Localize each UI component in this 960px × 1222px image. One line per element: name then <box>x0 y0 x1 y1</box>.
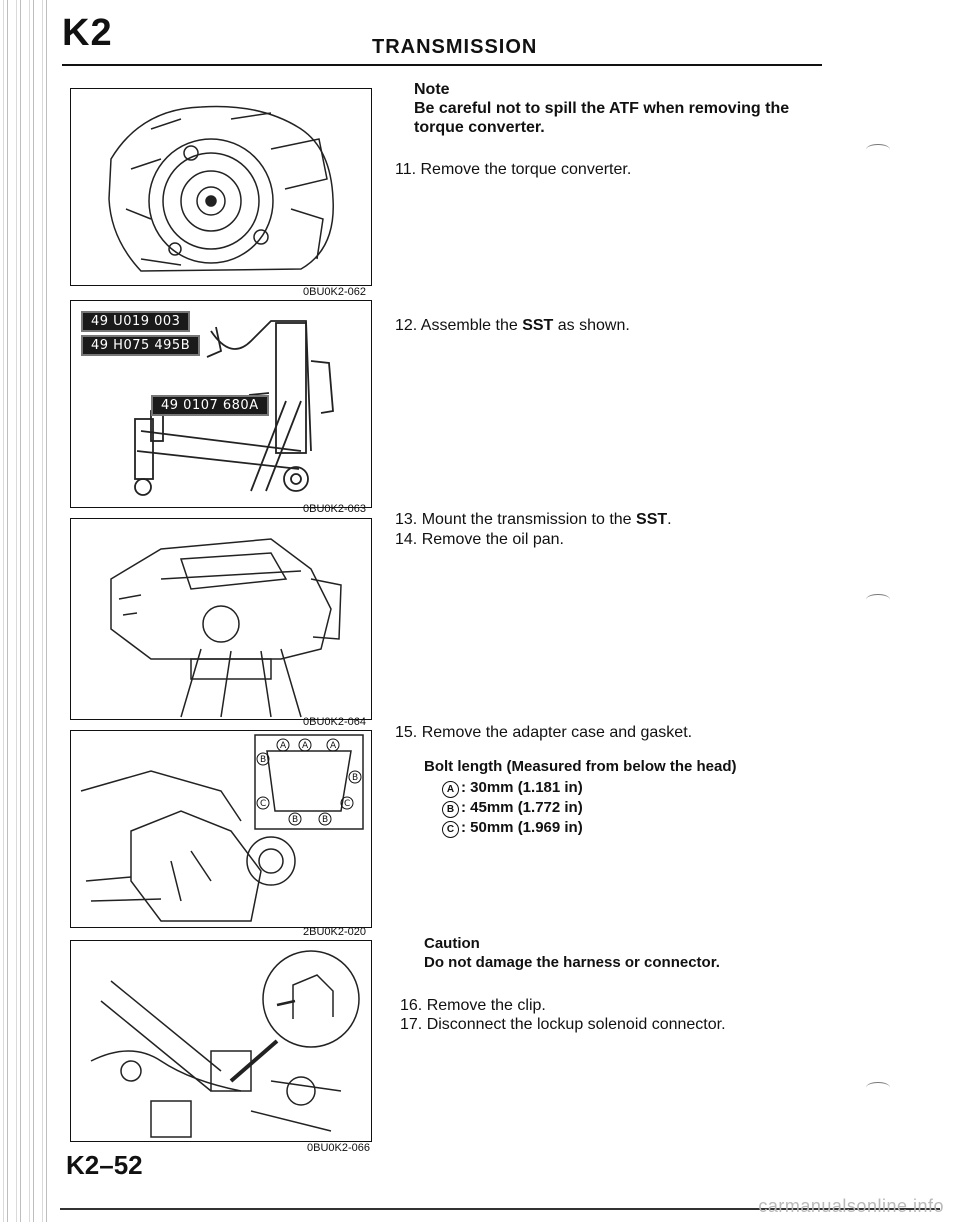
step-13: 13. Mount the transmission to the SST. <box>395 510 672 529</box>
step-12-post: as shown. <box>553 317 630 334</box>
header-rule <box>62 64 822 66</box>
bolt-length-c-text: : 50mm (1.969 in) <box>461 819 583 836</box>
step-13-post: . <box>667 511 672 528</box>
margin-mark <box>866 144 890 155</box>
note-text-line1: Be careful not to spill the ATF when rem… <box>414 100 790 117</box>
svg-text:B: B <box>352 773 358 783</box>
svg-text:A: A <box>330 741 337 751</box>
step-11: 11. Remove the torque converter. <box>395 161 632 178</box>
figure-code: 0BU0K2-066 <box>307 1142 370 1154</box>
bolt-length-b-text: : 45mm (1.772 in) <box>461 799 583 816</box>
page-number: K2–52 <box>66 1150 143 1180</box>
bolt-length-a-text: : 30mm (1.181 in) <box>461 779 583 796</box>
figure-torque-converter <box>70 88 372 286</box>
figure-code: 2BU0K2-020 <box>303 926 366 938</box>
bolt-length-heading: Bolt length (Measured from below the hea… <box>424 758 737 775</box>
step-14: 14. Remove the oil pan. <box>395 531 564 548</box>
binding-edge <box>0 0 48 1222</box>
footer-rule <box>60 1208 940 1210</box>
svg-text:C: C <box>260 799 266 809</box>
sst-label-49h075495b: 49 H075 495B <box>81 335 201 356</box>
note-text-line2: torque converter. <box>414 119 545 136</box>
step-13-sst: SST <box>636 511 668 528</box>
step-15: 15. Remove the adapter case and gasket. <box>395 724 693 741</box>
step-17: 17. Disconnect the lockup solenoid conne… <box>400 1016 726 1033</box>
figure-code: 0BU0K2-063 <box>303 503 366 515</box>
section-code: K2 <box>62 12 113 54</box>
svg-text:B: B <box>322 815 328 825</box>
figure-solenoid-connector <box>70 940 372 1142</box>
svg-text:C: C <box>344 799 350 809</box>
marker-c: C <box>442 821 459 838</box>
sst-label-49u019003: 49 U019 003 <box>81 311 191 332</box>
transmission-on-stand-drawing <box>110 538 342 718</box>
marker-a: A <box>442 781 459 798</box>
page-title: TRANSMISSION <box>372 36 538 58</box>
bolt-length-c: C: 50mm (1.969 in) <box>442 818 583 838</box>
step-16: 16. Remove the clip. <box>400 997 546 1014</box>
figure-sst-assembly: 49 U019 003 49 H075 495B 49 0107 680A <box>70 300 372 508</box>
margin-mark <box>866 1082 890 1093</box>
figure-code: 0BU0K2-062 <box>303 286 366 298</box>
figure-transmission-mounted <box>70 518 372 720</box>
step-12-sst: SST <box>522 317 554 334</box>
svg-text:A: A <box>280 741 287 751</box>
caution-text: Do not damage the harness or connector. <box>424 954 720 971</box>
marker-b: B <box>442 801 459 818</box>
margin-mark <box>866 594 890 605</box>
caution-heading: Caution <box>424 935 480 952</box>
sst-stand-drawing <box>134 320 334 496</box>
adapter-case-drawing: A A A B B C C B B <box>80 734 364 922</box>
svg-text:A: A <box>302 741 309 751</box>
figure-adapter-case: A A A B B C C B B <box>70 730 372 928</box>
note-heading: Note <box>414 81 450 98</box>
svg-text:B: B <box>260 755 266 765</box>
torque-converter-drawing <box>108 105 334 272</box>
svg-text:B: B <box>292 815 298 825</box>
watermark: carmanualsonline.info <box>758 1196 944 1216</box>
step-13-pre: 13. Mount the transmission to the <box>395 511 637 528</box>
step-12: 12. Assemble the SST as shown. <box>395 316 630 335</box>
sst-label-490107680a: 49 0107 680A <box>151 395 269 416</box>
connector-drawing <box>90 950 360 1138</box>
figure-code: 0BU0K2-064 <box>303 716 366 728</box>
bolt-length-b: B: 45mm (1.772 in) <box>442 798 583 818</box>
step-12-pre: 12. Assemble the <box>395 317 523 334</box>
bolt-length-a: A: 30mm (1.181 in) <box>442 778 583 798</box>
